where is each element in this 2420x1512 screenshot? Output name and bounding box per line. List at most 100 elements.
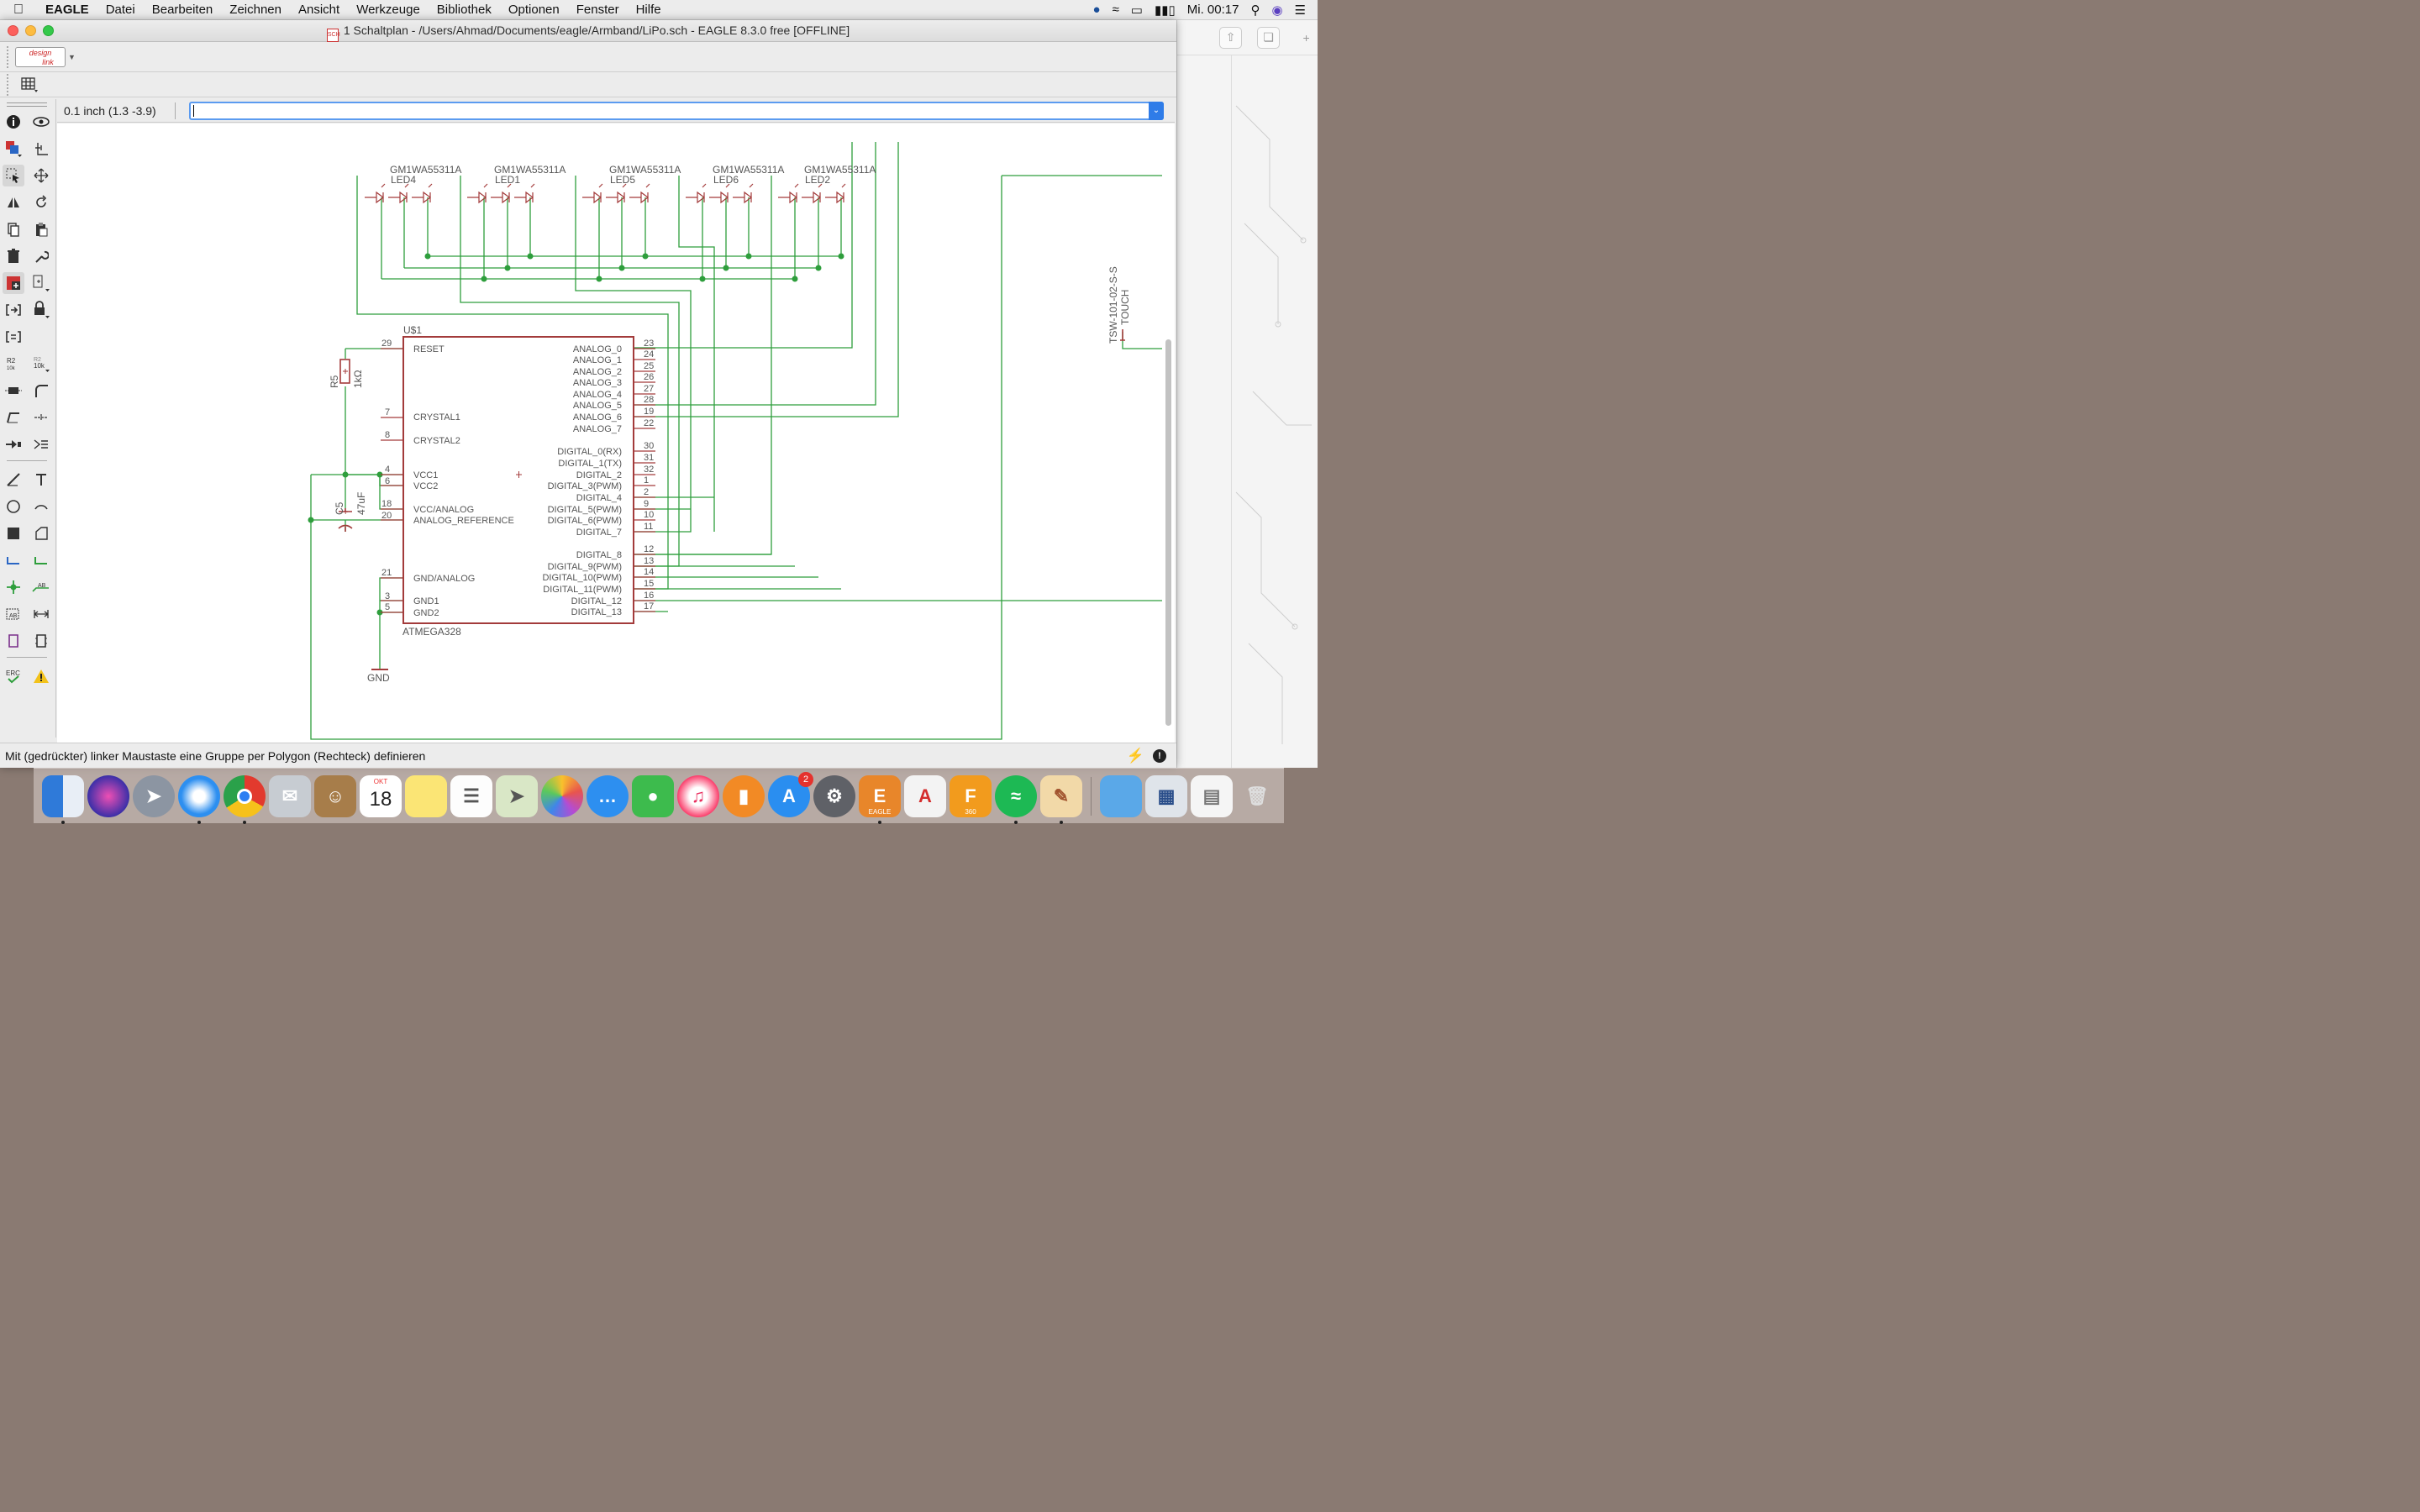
maps-icon[interactable]: ➤ <box>496 774 538 817</box>
zoom-window-button[interactable] <box>43 25 54 36</box>
menu-fenster[interactable]: Fenster <box>576 3 619 17</box>
arc-icon[interactable] <box>30 496 52 517</box>
menu-hilfe[interactable]: Hilfe <box>635 3 661 17</box>
move-icon[interactable] <box>30 165 52 186</box>
spotify-icon[interactable]: ≈ <box>995 774 1037 824</box>
miter-icon[interactable] <box>30 380 52 402</box>
split-icon[interactable] <box>3 380 24 402</box>
spotlight-search-icon[interactable]: ⚲ <box>1250 3 1260 18</box>
frame-icon[interactable] <box>3 630 24 652</box>
layers-icon[interactable] <box>3 138 24 160</box>
battery-icon[interactable]: ▮▮▯ <box>1154 3 1176 18</box>
launchpad-icon[interactable]: ➤ <box>133 774 175 817</box>
acrobat-icon[interactable]: A <box>904 774 946 817</box>
text-icon[interactable] <box>30 469 52 491</box>
facetime-icon[interactable]: ● <box>632 774 674 817</box>
siri-icon[interactable] <box>87 774 129 817</box>
lock-gate-icon[interactable] <box>30 299 52 321</box>
designlink-button[interactable]: design link <box>15 46 66 67</box>
net-icon[interactable] <box>3 549 24 571</box>
optimize-icon[interactable] <box>30 407 52 428</box>
rectangle-icon[interactable] <box>3 522 24 544</box>
airplay-icon[interactable]: ▭ <box>1130 3 1143 18</box>
group-select-icon[interactable] <box>3 165 24 186</box>
system-preferences-icon[interactable]: ⚙ <box>813 774 855 817</box>
ibooks-icon[interactable]: ▮ <box>723 774 765 817</box>
chrome-icon[interactable] <box>224 774 266 824</box>
recent-files-stack-icon[interactable]: ▤ <box>1191 774 1233 817</box>
finder-icon[interactable] <box>42 774 84 824</box>
pinswap-icon[interactable] <box>3 433 24 455</box>
add-tab-icon[interactable]: + <box>1302 30 1310 45</box>
itunes-icon[interactable]: ♫ <box>677 774 719 817</box>
contacts-icon[interactable]: ☺ <box>314 774 356 817</box>
menubar-clock[interactable]: Mi. 00:17 <box>1186 3 1239 17</box>
safari-icon[interactable] <box>178 774 220 824</box>
info-icon[interactable] <box>3 111 24 133</box>
label-icon[interactable]: AB <box>30 576 52 598</box>
vertical-scrollbar[interactable] <box>1165 339 1171 726</box>
copy-icon[interactable] <box>3 218 24 240</box>
rotate-icon[interactable] <box>30 192 52 213</box>
mark-origin-icon[interactable] <box>30 138 52 160</box>
menu-werkzeuge[interactable]: Werkzeuge <box>356 3 420 17</box>
dimension-icon[interactable] <box>30 603 52 625</box>
attribute-text-icon[interactable]: AB <box>3 603 24 625</box>
schematic-canvas[interactable]: GM1WA55311A LED4 GM1WA55311A LED1 GM1WA5… <box>57 123 1175 745</box>
swap-gate-icon[interactable] <box>3 326 24 348</box>
atmega328-body[interactable] <box>402 336 634 624</box>
slice-icon[interactable] <box>3 407 24 428</box>
cloud-sync-icon[interactable]: ● <box>1092 3 1101 17</box>
designlink-dropdown-icon[interactable]: ▼ <box>68 52 76 61</box>
menu-bearbeiten[interactable]: Bearbeiten <box>151 3 213 17</box>
junction-icon[interactable] <box>3 576 24 598</box>
downloads-folder-icon[interactable] <box>1100 774 1142 817</box>
erc-check-icon[interactable]: ERC <box>3 665 24 687</box>
document-stack-icon[interactable]: ▦ <box>1145 774 1187 817</box>
lightning-icon[interactable]: ⚡ <box>1126 747 1144 764</box>
reminders-icon[interactable]: ☰ <box>450 774 492 817</box>
notes-icon[interactable] <box>405 774 447 817</box>
grid-icon[interactable] <box>20 76 39 93</box>
pages-icon[interactable]: ✎ <box>1040 774 1082 824</box>
paste-icon[interactable] <box>30 218 52 240</box>
photos-icon[interactable] <box>541 774 583 817</box>
duplicate-icon[interactable]: ❏ <box>1257 26 1281 49</box>
trash-icon[interactable]: 🗑 <box>1245 785 1269 806</box>
wifi-icon[interactable]: ≈ <box>1112 3 1119 17</box>
apple-menu-icon[interactable]:  <box>0 3 37 18</box>
mail-icon[interactable]: ✉ <box>269 774 311 817</box>
messages-icon[interactable]: … <box>587 774 629 817</box>
siri-icon[interactable]: ◉ <box>1271 3 1283 18</box>
show-eye-icon[interactable] <box>30 111 52 133</box>
line-draw-icon[interactable] <box>3 469 24 491</box>
delete-icon[interactable] <box>3 245 24 267</box>
menu-zeichnen[interactable]: Zeichnen <box>229 3 281 17</box>
notification-center-icon[interactable]: ☰ <box>1294 3 1306 18</box>
attribute-icon[interactable] <box>30 433 52 455</box>
close-window-button[interactable] <box>8 25 18 36</box>
menu-ansicht[interactable]: Ansicht <box>298 3 340 17</box>
stop-icon[interactable]: ! <box>1153 748 1166 763</box>
menu-datei[interactable]: Datei <box>105 3 135 17</box>
module-icon[interactable] <box>30 630 52 652</box>
add-part-icon[interactable] <box>3 272 24 294</box>
command-line-input[interactable]: ⌄ <box>189 101 1164 120</box>
command-history-dropdown-icon[interactable]: ⌄ <box>1149 101 1164 120</box>
share-icon[interactable]: ⇧ <box>1219 26 1243 49</box>
menu-optionen[interactable]: Optionen <box>508 3 560 17</box>
polygon-icon[interactable] <box>30 522 52 544</box>
replace-part-icon[interactable] <box>30 272 52 294</box>
warning-icon[interactable] <box>30 665 52 687</box>
bus-icon[interactable] <box>30 549 52 571</box>
minimize-window-button[interactable] <box>25 25 36 36</box>
change-wrench-icon[interactable] <box>30 245 52 267</box>
mirror-icon[interactable] <box>3 192 24 213</box>
menu-bibliothek[interactable]: Bibliothek <box>436 3 492 17</box>
